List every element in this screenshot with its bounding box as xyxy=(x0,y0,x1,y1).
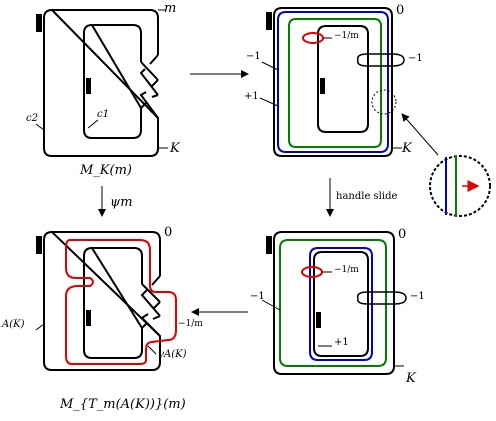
panel-bottom-right xyxy=(266,231,407,375)
handle-mark-inner xyxy=(320,78,325,94)
handle-mark-inner xyxy=(86,78,91,94)
c1-pointer xyxy=(87,119,99,129)
label-c2: c2 xyxy=(26,113,38,124)
outer-loop xyxy=(43,8,159,157)
label-0: 0 xyxy=(164,225,173,240)
label-K: K xyxy=(406,371,416,386)
leader-minus1-left xyxy=(261,299,281,311)
panel-bottom-left xyxy=(36,230,177,371)
inner-loop-green xyxy=(288,18,382,148)
label-handle-slide: handle slide xyxy=(336,191,398,202)
panel-top-right xyxy=(266,7,405,157)
c2-pointer xyxy=(35,123,45,131)
handle-mark-inner xyxy=(316,312,321,328)
label-plus1: +1 xyxy=(334,337,349,348)
label-AK: A(K) xyxy=(2,319,25,330)
handle-mark-outer xyxy=(266,236,272,254)
handle-mark-inner xyxy=(86,310,91,326)
gamma-pointer xyxy=(147,345,157,355)
label-frac: −1/m xyxy=(334,31,359,41)
blue-loop xyxy=(309,247,373,361)
outer-loop xyxy=(43,230,161,371)
red-unknot xyxy=(302,32,324,44)
inner-loop-black xyxy=(317,25,369,133)
label-c1: c1 xyxy=(97,109,109,120)
label-K: K xyxy=(402,141,412,156)
right-unknot xyxy=(356,291,407,305)
right-unknot xyxy=(356,53,405,67)
leader-plus1 xyxy=(259,97,279,107)
label-0: 0 xyxy=(398,227,407,242)
panel-top-left xyxy=(36,8,168,157)
red-curve xyxy=(65,239,177,365)
inner-loop xyxy=(83,246,143,359)
handle-mark-outer xyxy=(36,236,42,254)
inner-loop xyxy=(83,23,142,139)
handle-mark-outer xyxy=(266,12,272,30)
label-frac: −1/m xyxy=(178,319,203,329)
red-unknot xyxy=(301,266,323,278)
label-minus1-right: −1 xyxy=(410,291,425,302)
outer-loop-blue xyxy=(277,11,389,153)
inner-loop-black xyxy=(313,251,369,357)
outer-loop-black xyxy=(273,7,393,157)
leader-minus1-left xyxy=(261,61,279,71)
caption-bottom-left: M_{T_m(A(K))}(m) xyxy=(60,397,186,412)
label-0: 0 xyxy=(396,3,405,18)
zoom-arrow xyxy=(401,113,439,156)
handle-mark-outer xyxy=(36,14,42,32)
ak-pointer xyxy=(35,323,45,331)
label-gamma: γA(K) xyxy=(158,349,187,360)
green-loop xyxy=(279,239,387,367)
twist-region xyxy=(139,54,159,119)
caption-top-left: M_K(m) xyxy=(80,163,132,178)
outer-loop-black xyxy=(273,231,395,375)
zoom-circle xyxy=(371,89,397,115)
label-K: K xyxy=(170,141,180,156)
label-minus1-left: −1 xyxy=(246,51,261,62)
label-frac: −1/m xyxy=(334,265,359,275)
label-psi: ψm xyxy=(110,195,133,210)
label-plus1: +1 xyxy=(244,91,259,102)
label-minus1-right: −1 xyxy=(408,53,423,64)
label-minus1-left: −1 xyxy=(250,291,265,302)
label-m: m xyxy=(164,1,177,16)
twist-region xyxy=(140,275,161,337)
zoom-bubble xyxy=(429,155,491,217)
